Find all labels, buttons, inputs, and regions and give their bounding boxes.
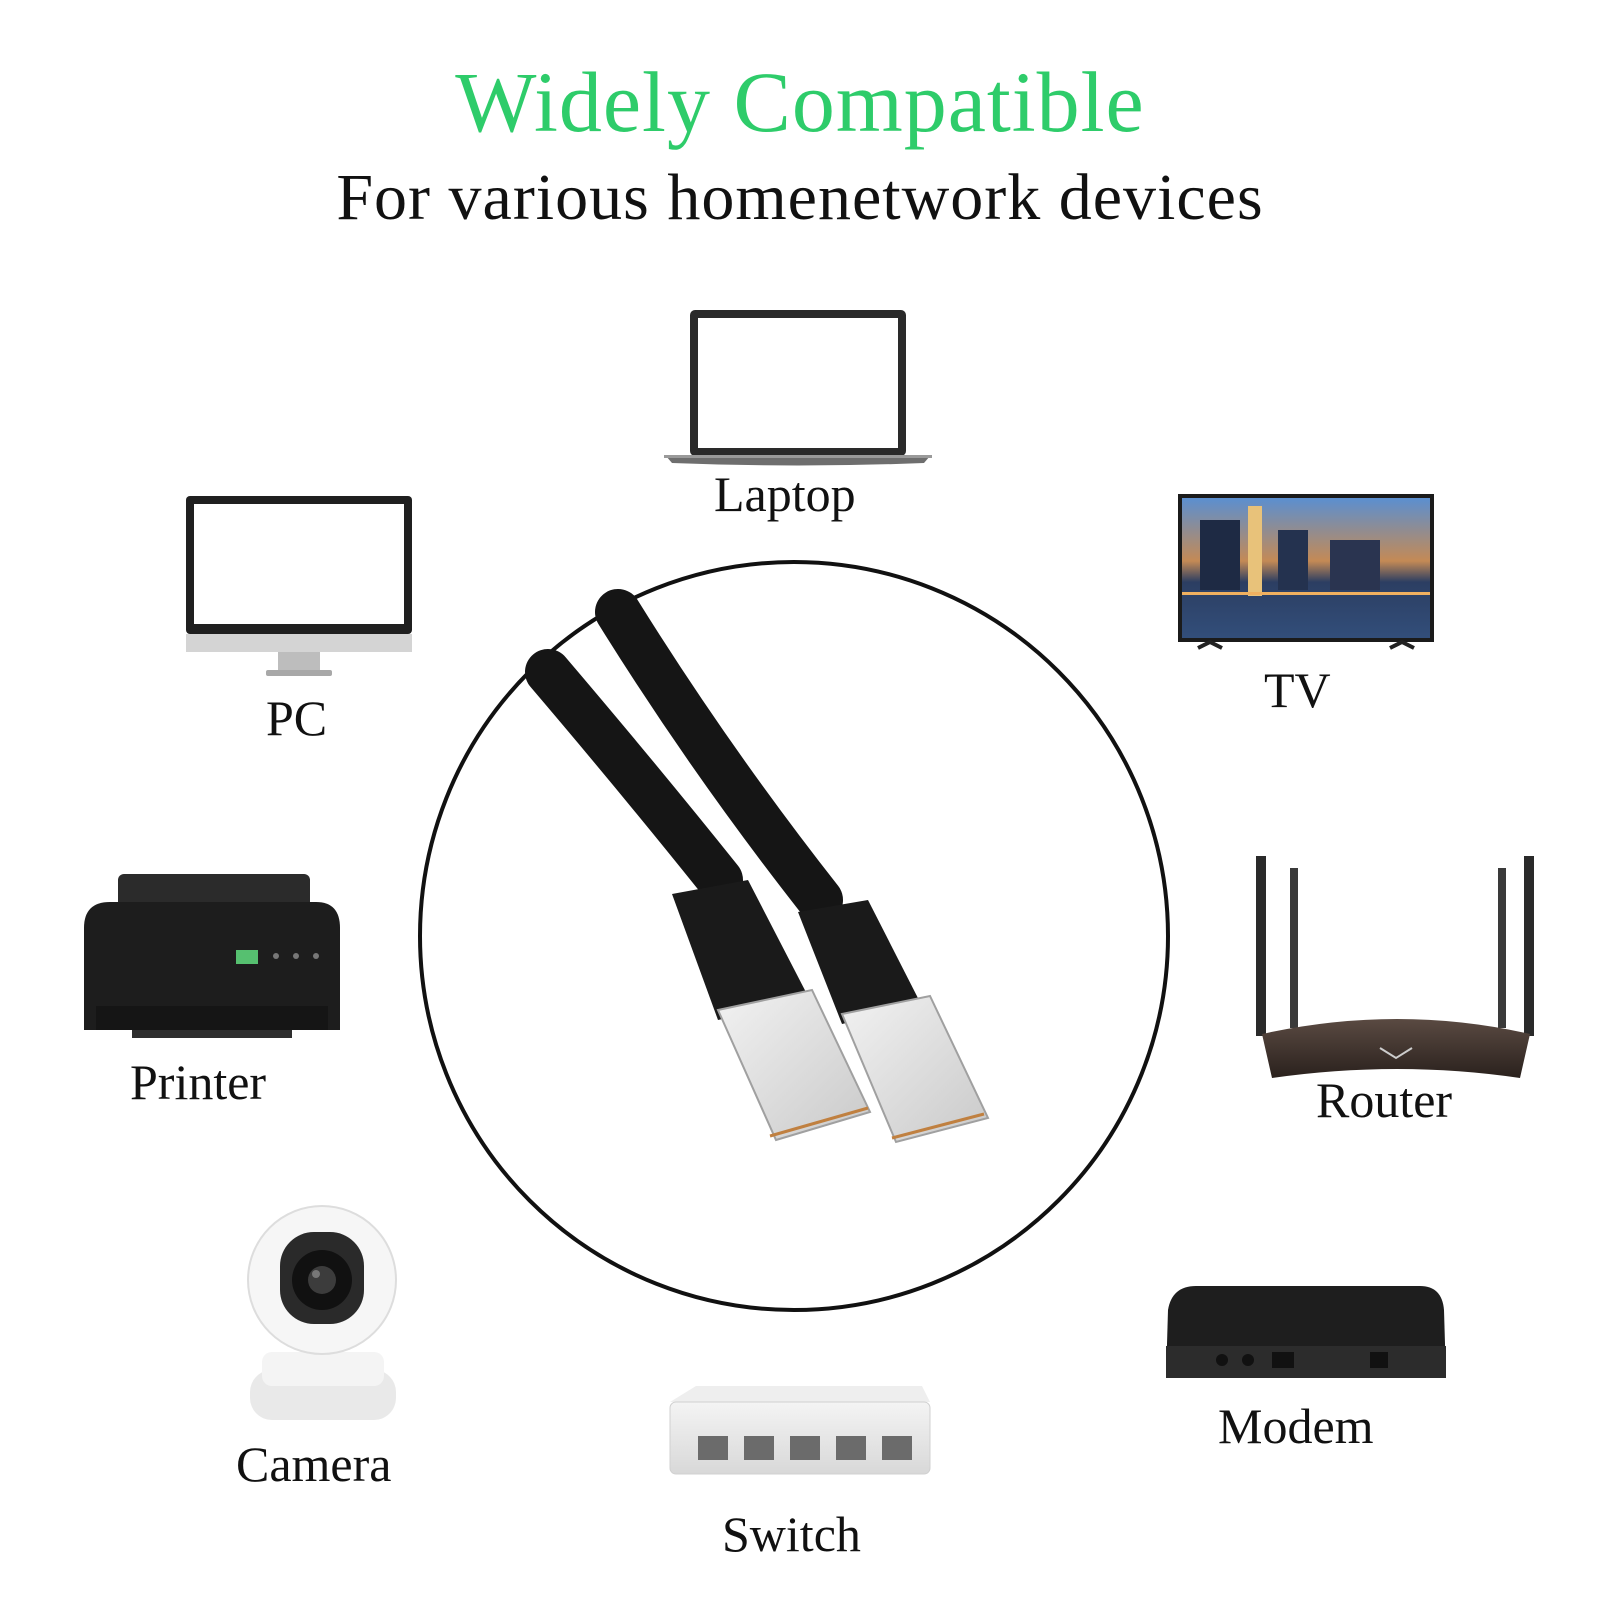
security-camera-icon: [247, 1205, 397, 1420]
modem-icon: [1166, 1286, 1446, 1378]
ethernet-cable-image: [418, 560, 1170, 1312]
switch-label: Switch: [722, 1506, 861, 1562]
laptop-label: Laptop: [714, 466, 856, 522]
page-title: Widely Compatible: [455, 54, 1145, 150]
laptop-icon: [664, 310, 932, 466]
page-subtitle: For various homenetwork devices: [336, 161, 1264, 234]
router-icon: [1256, 856, 1534, 1078]
tv-label: TV: [1264, 662, 1331, 718]
printer-icon: [84, 874, 340, 1038]
printer-label: Printer: [130, 1054, 267, 1110]
pc-monitor-icon: [186, 496, 412, 676]
network-switch-icon: [669, 1386, 931, 1475]
pc-label: PC: [266, 690, 328, 746]
tv-icon: [1178, 494, 1434, 650]
camera-label: Camera: [236, 1436, 392, 1492]
modem-label: Modem: [1218, 1398, 1374, 1454]
router-label: Router: [1316, 1072, 1453, 1128]
